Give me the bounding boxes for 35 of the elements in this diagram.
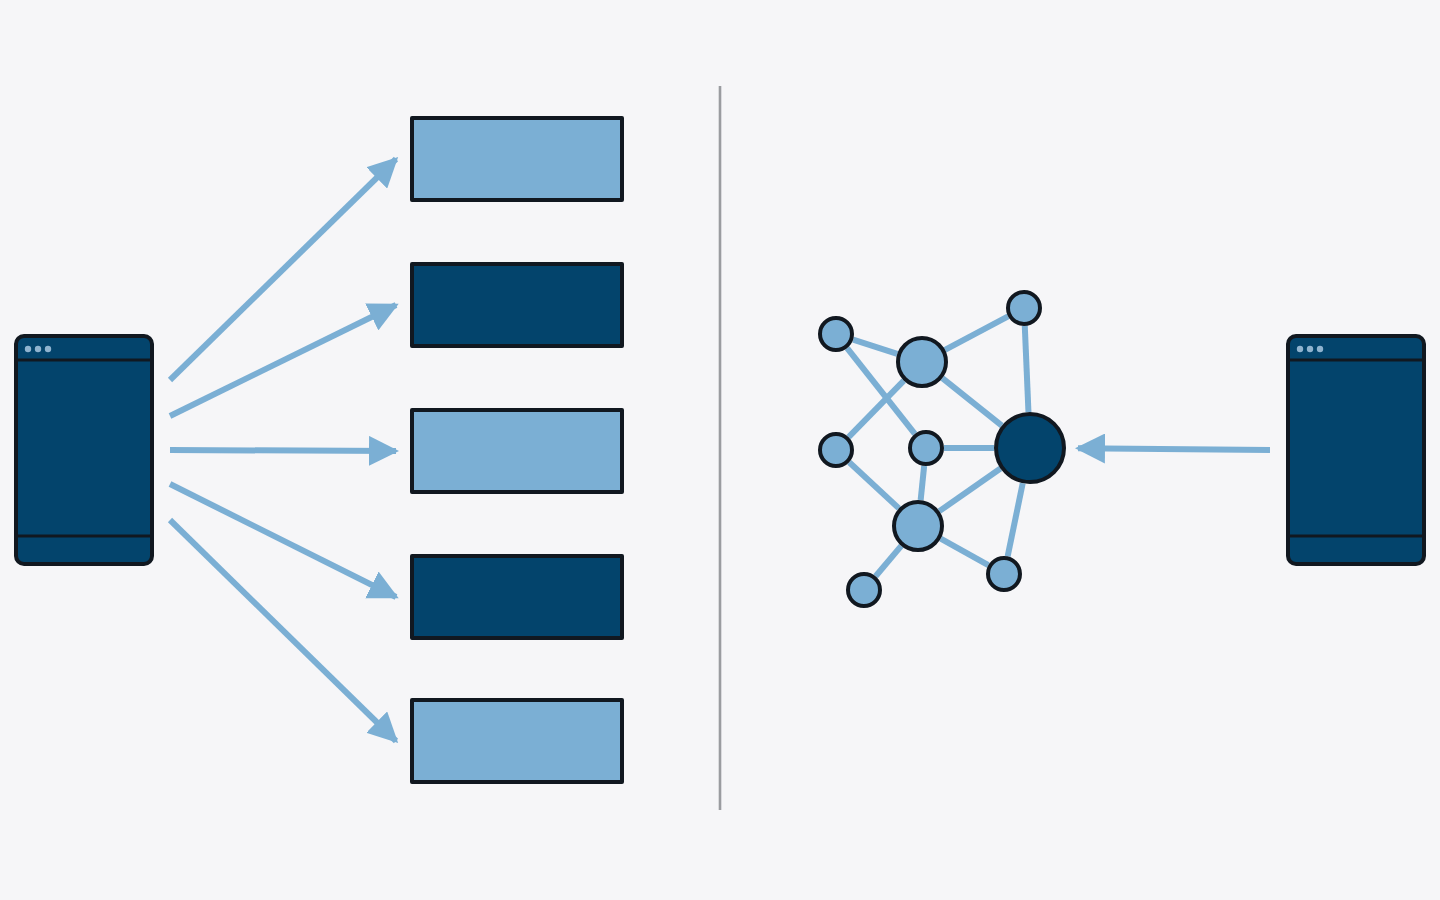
arrow xyxy=(170,435,399,466)
device-window xyxy=(14,334,154,566)
connector-line xyxy=(944,445,994,451)
circle-node xyxy=(1006,290,1042,326)
connector-line xyxy=(940,375,1004,428)
bar xyxy=(410,262,624,348)
circle-node xyxy=(908,430,944,466)
circle-node xyxy=(818,316,854,352)
bar xyxy=(410,698,624,784)
bar xyxy=(410,116,624,202)
arrow xyxy=(167,517,399,744)
connector-line xyxy=(939,536,990,568)
connector-line xyxy=(873,543,904,579)
connector-line xyxy=(846,378,906,440)
connector-line xyxy=(943,313,1010,353)
connector-line xyxy=(847,460,901,511)
circle-node xyxy=(896,336,948,388)
circle-node xyxy=(986,556,1022,592)
circle-node xyxy=(892,500,944,552)
arrow xyxy=(167,156,399,383)
connector-line xyxy=(1021,325,1032,413)
arrow xyxy=(168,481,399,600)
arrow xyxy=(1075,433,1271,464)
circle-node xyxy=(994,412,1066,484)
circle-node xyxy=(818,432,854,468)
arrow xyxy=(168,302,399,419)
bar xyxy=(410,554,624,640)
connector-line xyxy=(937,466,1003,514)
circle-node xyxy=(846,572,882,608)
connector-line xyxy=(844,346,918,436)
connector-line xyxy=(1004,482,1026,557)
connector-line xyxy=(917,465,928,501)
connector-line xyxy=(852,336,899,357)
device-window xyxy=(1286,334,1426,566)
bar xyxy=(410,408,624,494)
